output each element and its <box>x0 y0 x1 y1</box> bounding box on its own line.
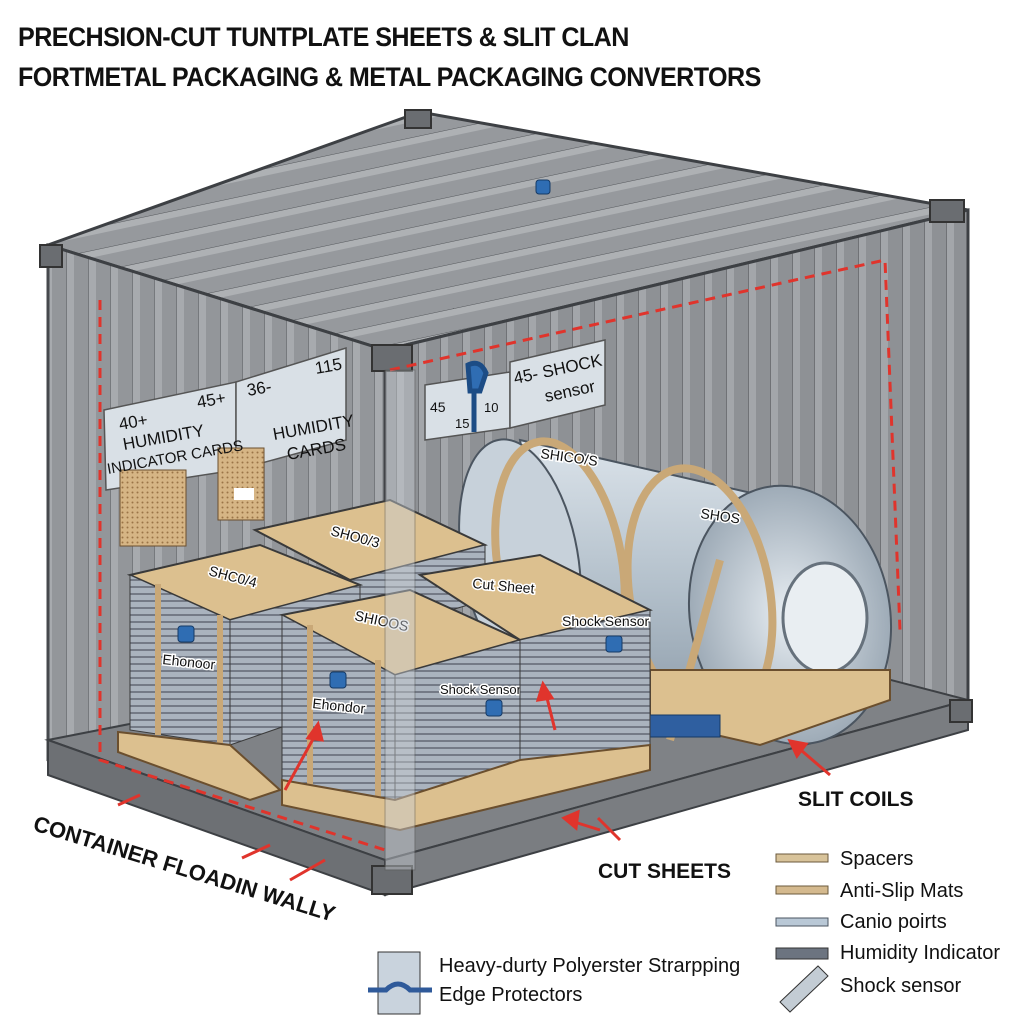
legend-label-spacers: Spacers <box>840 848 914 870</box>
sheet-stack-front <box>279 588 523 801</box>
corner-casting <box>949 699 973 723</box>
legend-swatch-anti-slip <box>775 885 829 895</box>
load-limit-line <box>98 300 386 852</box>
shock-sensor-icon <box>177 625 195 643</box>
title-line-2: FORTMETAL PACKAGING & METAL PACKAGING CO… <box>18 62 761 92</box>
callout-cut-sheets: CUT SHEETS <box>598 860 731 883</box>
corner-casting <box>371 344 413 372</box>
callout-arrows <box>117 680 831 882</box>
edge-protector-icon <box>368 981 432 993</box>
shock-card-2 <box>509 339 606 429</box>
legend-label-humidity: Humidity Indicator <box>840 942 1001 964</box>
card3-num3: 10 <box>484 400 498 415</box>
corner-casting <box>404 109 432 129</box>
legend-swatch-humidity <box>775 947 829 960</box>
card3-num1: 45 <box>430 399 446 415</box>
roof-sensor <box>535 179 551 195</box>
corner-casting <box>39 244 63 268</box>
shock-sensor-device <box>465 360 489 432</box>
desiccant-pad <box>119 469 187 547</box>
stack-tag-5: Shock Sensor <box>562 613 649 629</box>
corner-casting <box>371 865 413 895</box>
card1-num2: 45+ <box>195 388 227 412</box>
humidity-card-2 <box>235 346 347 471</box>
card3-num2: 15 <box>455 416 469 431</box>
load-limit-line <box>389 258 902 631</box>
pallet <box>281 743 651 832</box>
stack-tag-6: Shock Sensor <box>440 682 522 697</box>
legend-label-shock-sensor: Shock sensor <box>840 975 962 997</box>
legend-swatch-shock-sensor <box>779 965 829 1013</box>
legend-label-anti-slip: Anti-Slip Mats <box>840 880 964 902</box>
shock-sensor-icon <box>329 671 347 689</box>
title-line-1: PRECHSION-CUT TUNTPLATE SHEETS & SLIT CL… <box>18 22 629 52</box>
card1-num1: 40+ <box>117 410 149 434</box>
legend-swatch-spacers <box>775 853 829 863</box>
legend-label-canio-points: Canio poirts <box>840 911 947 933</box>
coil-tag-1: SHICO/S <box>540 445 599 469</box>
legend-swatch-canio-points <box>775 917 829 927</box>
legend-label-strapping: Heavy-durty Polyerster Strarpping <box>439 955 741 977</box>
pallet <box>117 730 282 802</box>
card2-num1: 36- <box>245 377 273 400</box>
callout-slit-coils: SLIT COILS <box>798 788 914 811</box>
shock-sensor-icon <box>485 699 503 717</box>
legend-label-edge-protectors: Edge Protectors <box>439 984 583 1006</box>
corner-casting <box>929 199 965 223</box>
shock-sensor-icon <box>605 635 623 653</box>
card2-num2: 115 <box>313 355 343 378</box>
desiccant-pad <box>217 447 265 521</box>
door-post <box>384 369 416 871</box>
indicator-window <box>234 488 254 500</box>
coil-chock <box>649 714 721 738</box>
